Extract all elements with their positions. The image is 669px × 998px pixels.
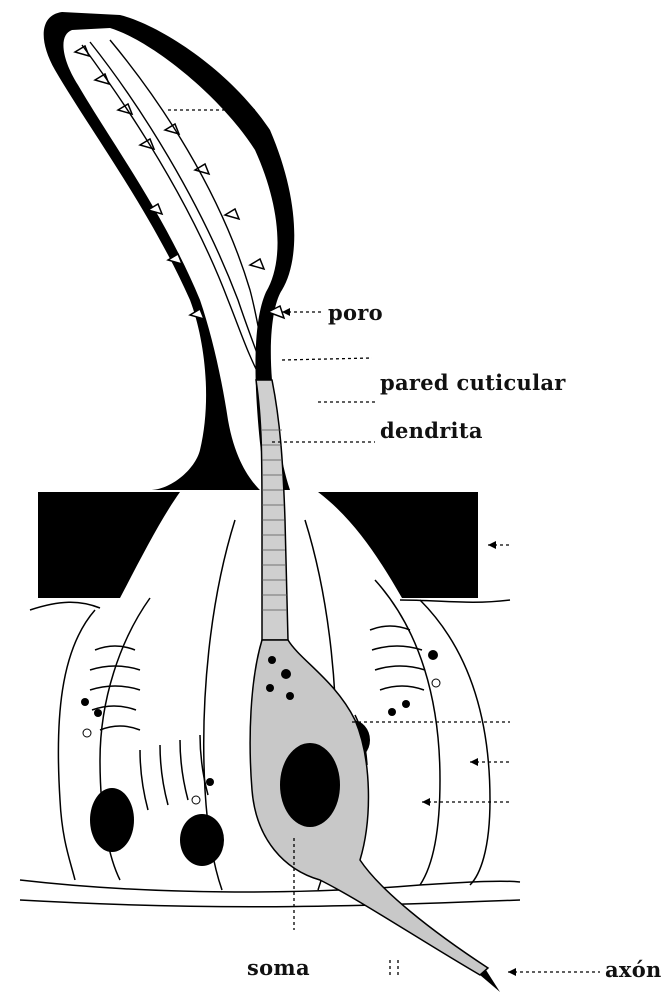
label-soma: soma bbox=[247, 955, 310, 980]
hair-shaft bbox=[44, 12, 295, 490]
label-axon: axón bbox=[605, 957, 662, 982]
neuron-soma bbox=[250, 640, 488, 975]
dendrite bbox=[256, 380, 288, 640]
label-poro: poro bbox=[328, 300, 383, 325]
soma-nucleus bbox=[280, 743, 340, 827]
label-dendrita: dendrita bbox=[380, 418, 483, 443]
axon-tip bbox=[480, 970, 500, 992]
cuticle-base bbox=[38, 492, 478, 598]
label-pared-cuticular: pared cuticular bbox=[380, 370, 566, 395]
